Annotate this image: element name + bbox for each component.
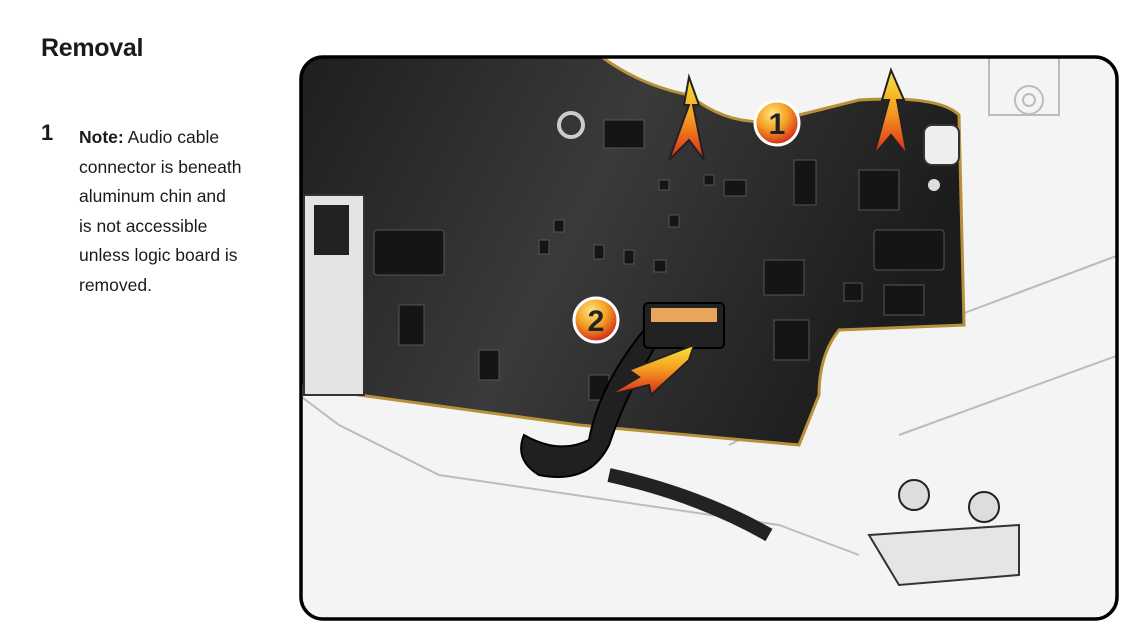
callout-1: 1: [753, 99, 801, 147]
callout-1-label: 1: [769, 108, 786, 141]
step-line: removed.: [79, 274, 152, 295]
board-components: [373, 119, 945, 401]
step-number: 1: [41, 120, 54, 145]
lift-arrow-icon: [668, 73, 705, 161]
step-line-text: Audio cable: [123, 127, 220, 147]
section-heading: Removal: [41, 34, 144, 62]
callout-2: 2: [572, 296, 620, 344]
note-label: Note:: [79, 127, 124, 147]
hinge-screws: [867, 479, 1020, 587]
lift-arrow-icon: [873, 67, 908, 156]
audio-cable: [520, 323, 672, 478]
figure-frame: [299, 55, 1119, 621]
step-line: connector is beneath: [79, 156, 242, 177]
step-line: aluminum chin and: [79, 186, 226, 206]
step-text: Note: Audio cable connector is beneath a…: [79, 123, 279, 300]
step-line: is not accessible: [79, 215, 208, 236]
step-line: unless logic board is: [79, 245, 238, 265]
pull-arrow-icon: [608, 343, 696, 397]
logic-board-illustration: 1 2: [299, 55, 1119, 621]
step-line: Note: Audio cable: [79, 123, 279, 153]
callout-2-label: 2: [588, 305, 605, 338]
